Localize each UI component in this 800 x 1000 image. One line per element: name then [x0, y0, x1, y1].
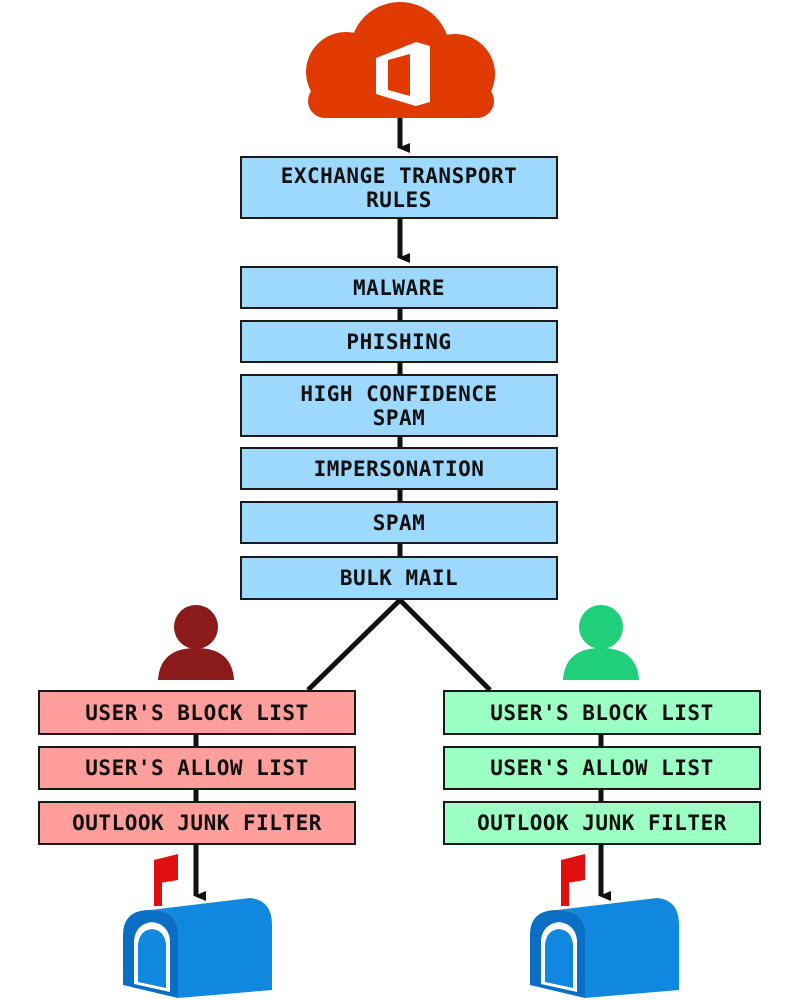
- filter-malware-box: MALWARE: [240, 266, 558, 309]
- right-users-block-list-box: USER'S BLOCK LIST: [443, 690, 761, 735]
- right-users-allow-list-box: USER'S ALLOW LIST: [443, 746, 761, 790]
- right-outlook-junk-filter-box: OUTLOOK JUNK FILTER: [443, 801, 761, 845]
- left-users-allow-list-box: USER'S ALLOW LIST: [38, 746, 356, 790]
- filter-spam-box: SPAM: [240, 501, 558, 544]
- filter-phishing-box: PHISHING: [240, 320, 558, 363]
- left-outlook-junk-filter-box: OUTLOOK JUNK FILTER: [38, 801, 356, 845]
- filter-impersonation-box: IMPERSONATION: [240, 447, 558, 490]
- branch-line-left: [306, 598, 402, 692]
- branch-line-right: [398, 598, 492, 692]
- filter-bulk-mail-box: BULK MAIL: [240, 556, 558, 600]
- filter-high-confidence-spam-box: HIGH CONFIDENCE SPAM: [240, 374, 558, 437]
- exchange-transport-rules-box: EXCHANGE TRANSPORT RULES: [240, 156, 558, 219]
- left-users-block-list-box: USER'S BLOCK LIST: [38, 690, 356, 735]
